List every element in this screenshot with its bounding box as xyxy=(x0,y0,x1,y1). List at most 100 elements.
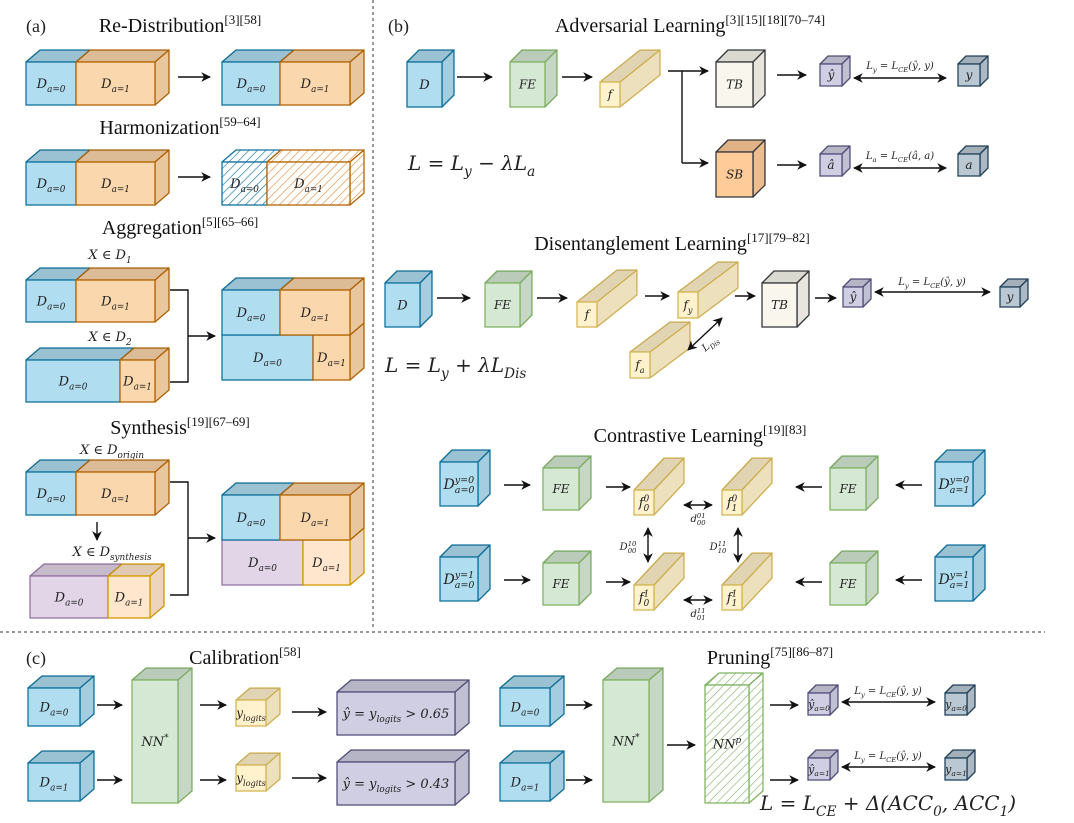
title-contrastive: Contrastive Learning[19][83] xyxy=(594,422,807,447)
prune-data-a1-label: Da=1 xyxy=(510,776,540,794)
cal-logits-1-label: ylogits xyxy=(235,771,266,788)
prune-data-a0: Da=0 xyxy=(499,675,565,727)
dis-feature-extractor-label: FE xyxy=(493,298,511,312)
title-adversarial: Adversarial Learning[3][15][18][70–74] xyxy=(555,12,825,37)
synth-in-a0-label: Da=0 xyxy=(36,487,66,505)
con-fe-right-1: FE xyxy=(829,550,879,606)
adv-data-label: D xyxy=(418,78,430,93)
harm-before-a1-label: Da=1 xyxy=(100,177,130,195)
bracket xyxy=(170,481,189,596)
dis-feature-label: f xyxy=(584,308,592,322)
adv-feature: f xyxy=(599,49,661,108)
prune-y-a1: ya=1 xyxy=(944,749,976,781)
agg-in1-a0: Da=0 xyxy=(25,267,91,323)
title-harmonization: Harmonization[59–64] xyxy=(99,114,260,139)
adv-y-label: y xyxy=(965,68,973,82)
con-fe-left-1: FE xyxy=(542,550,592,606)
cal-data-a1: Da=1 xyxy=(27,750,95,802)
cal-logits-0: ylogits xyxy=(235,687,281,727)
set-label-d2: X ∈ D2 xyxy=(87,330,132,348)
adv-a-hat: â xyxy=(819,145,851,177)
dis-feature-y: fy xyxy=(677,261,739,319)
dis-y: y xyxy=(999,278,1029,308)
prune-yhat-a0-label: ŷa=0 xyxy=(807,698,830,713)
cal-logits-0-label: ylogits xyxy=(235,706,266,723)
con-fe-left-0: FE xyxy=(542,455,592,511)
synth-merged-bottom-a0-label: Da=0 xyxy=(247,556,277,574)
adv-feature-label: f xyxy=(607,88,615,102)
set-label-origin: X ∈ Dorigin xyxy=(79,443,144,461)
prune-y-a0: ya=0 xyxy=(944,684,976,716)
adv-a: a xyxy=(957,145,989,177)
adv-sensitive-branch-label: SB xyxy=(726,168,743,182)
prune-objective: L = LCE + Δ(ACC0, ACC1) xyxy=(759,791,1016,820)
adv-y: y xyxy=(957,55,989,87)
dis-feature: f xyxy=(576,269,638,328)
agg-in1-a1-label: Da=1 xyxy=(100,295,130,313)
cal-data-a0-label: Da=0 xyxy=(39,701,69,719)
cal-output-0: ŷ = ylogits > 0.65 xyxy=(336,679,470,736)
prune-loss-0: Ly = LCE(ŷ, y) xyxy=(853,686,922,699)
adv-feature-extractor-label: FE xyxy=(518,78,536,92)
agg-in1-a0-label: Da=0 xyxy=(36,295,66,313)
agg-merged-top-a1-label: Da=1 xyxy=(300,306,330,324)
synth-merged-top-a1: Da=1 xyxy=(279,482,365,541)
con-fe-left-0-label: FE xyxy=(551,482,569,496)
prune-data-a0-label: Da=0 xyxy=(510,701,540,719)
cal-output-1-label: ŷ = ylogits > 0.43 xyxy=(342,777,450,795)
dis-loss-y: Ly = LCE(ŷ, y) xyxy=(897,277,966,290)
dis-objective: L = Ly + λLDis xyxy=(384,353,526,382)
synth-merged-top-a1-label: Da=1 xyxy=(300,511,330,529)
harm-after-a0-label: Da=0 xyxy=(229,177,259,195)
set-label-d1: X ∈ D1 xyxy=(87,248,131,266)
con-fe-right-0-label: FE xyxy=(838,482,856,496)
prune-yhat-a0: ŷa=0 xyxy=(807,684,839,716)
prune-loss-1: Ly = LCE(ŷ, y) xyxy=(853,751,922,764)
agg-merged-bottom-a1-label: Da=1 xyxy=(316,351,346,369)
harm-before-a0-label: Da=0 xyxy=(36,177,66,195)
synth-in-a1-label: Da=1 xyxy=(100,487,130,505)
adv-y-hat-label: ŷ xyxy=(827,68,835,82)
panel-label-b: (b) xyxy=(388,16,409,37)
agg-in2-a1-label: Da=1 xyxy=(122,375,152,393)
agg-in2-a1: Da=1 xyxy=(119,347,170,403)
con-fe-right-0: FE xyxy=(829,455,879,511)
redist-before-a1: Da=1 xyxy=(75,49,170,106)
agg-in2-a0-label: Da=0 xyxy=(58,375,88,393)
redist-before-a1-label: Da=1 xyxy=(100,77,130,95)
prune-yhat-a1-label: ŷa=1 xyxy=(807,763,830,778)
title-synthesis: Synthesis[19][67–69] xyxy=(110,414,250,439)
con-fe-right-1-label: FE xyxy=(838,577,856,591)
panel-label-a: (a) xyxy=(26,16,46,37)
redist-after-a1-label: Da=1 xyxy=(300,77,330,95)
title-calibration: Calibration[58] xyxy=(189,644,301,669)
dis-feature-extractor: FE xyxy=(484,270,533,328)
adv-task-branch-label: TB xyxy=(726,78,743,92)
dis-feature-a: fa xyxy=(629,321,691,379)
bracket xyxy=(170,289,189,383)
set-label-synthesis: X ∈ Dsynthesis xyxy=(71,545,152,563)
prune-yhat-a1: ŷa=1 xyxy=(807,749,839,781)
harm-after-a1-label: Da=1 xyxy=(293,177,323,195)
agg-merged-top-a1: Da=1 xyxy=(279,277,365,336)
dis-loss-arrow xyxy=(687,317,723,351)
synth-gen-a0-label: Da=0 xyxy=(54,591,84,609)
title-disentanglement: Disentanglement Learning[17][79–82] xyxy=(534,230,810,255)
synth-in-a1: Da=1 xyxy=(75,459,170,516)
cal-model: NN* xyxy=(131,667,193,804)
cal-data-a1-label: Da=1 xyxy=(39,776,69,794)
